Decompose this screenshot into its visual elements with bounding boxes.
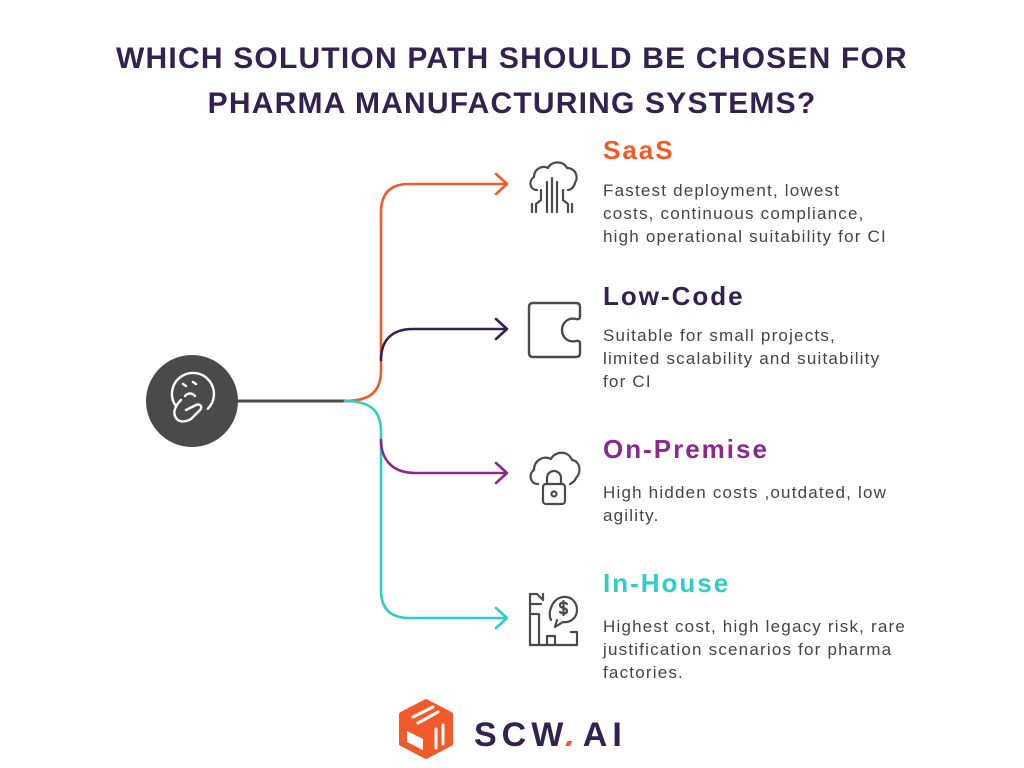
option-description-saas: Fastest deployment, lowest costs, contin… xyxy=(603,179,887,248)
option-title-on-premise: On-Premise xyxy=(603,434,769,464)
option-description-on-premise: High hidden costs ,outdated, low agility… xyxy=(603,481,887,527)
option-title-saas: SaaS xyxy=(603,135,675,165)
title-line-1: WHICH SOLUTION PATH SHOULD BE CHOSEN FOR xyxy=(116,42,908,75)
brand-logo-text: SCW.AI xyxy=(474,715,627,755)
description-line: High hidden costs ,outdated, low xyxy=(603,483,888,502)
arrow-head-in-house xyxy=(494,606,509,630)
cloud-lock-icon xyxy=(529,451,581,506)
description-line: high operational suitability for CI xyxy=(603,227,887,246)
logo-text-part2: AI xyxy=(582,716,627,754)
arrow-head-on-premise xyxy=(494,461,509,485)
description-line: agility. xyxy=(603,506,660,525)
building-cost-icon xyxy=(528,592,579,647)
option-description-in-house: Highest cost, high legacy risk, rare jus… xyxy=(603,615,906,684)
option-title-in-house: In-House xyxy=(603,568,731,598)
arrow-head-saas xyxy=(494,172,509,196)
branch-in-house xyxy=(343,399,508,620)
description-line: Fastest deployment, lowest xyxy=(603,181,841,200)
description-line: for CI xyxy=(603,372,652,391)
thinking-face-icon xyxy=(170,371,216,423)
box-logo-icon xyxy=(399,699,453,759)
root-node xyxy=(146,355,238,447)
branch-saas xyxy=(343,182,508,403)
option-description-low-code: Suitable for small projects, limited sca… xyxy=(603,324,880,393)
description-line: costs, continuous compliance, xyxy=(603,204,865,223)
page-title: WHICH SOLUTION PATH SHOULD BE CHOSEN FOR… xyxy=(0,36,1024,126)
description-line: justification scenarios for pharma xyxy=(603,640,893,659)
cloud-data-icon xyxy=(529,161,578,214)
branch-on-premise xyxy=(379,438,508,475)
description-line: factories. xyxy=(603,663,684,682)
description-line: Suitable for small projects, xyxy=(603,326,836,345)
option-title-low-code: Low-Code xyxy=(603,281,745,311)
description-line: limited scalability and suitability xyxy=(603,349,881,368)
arrow-head-low-code xyxy=(494,317,509,341)
title-line-2: PHARMA MANUFACTURING SYSTEMS? xyxy=(207,87,817,120)
description-line: Highest cost, high legacy risk, rare xyxy=(603,617,907,636)
puzzle-piece-icon xyxy=(527,301,582,359)
branch-low-code xyxy=(379,327,508,362)
logo-text-part1: SCW xyxy=(474,716,569,754)
